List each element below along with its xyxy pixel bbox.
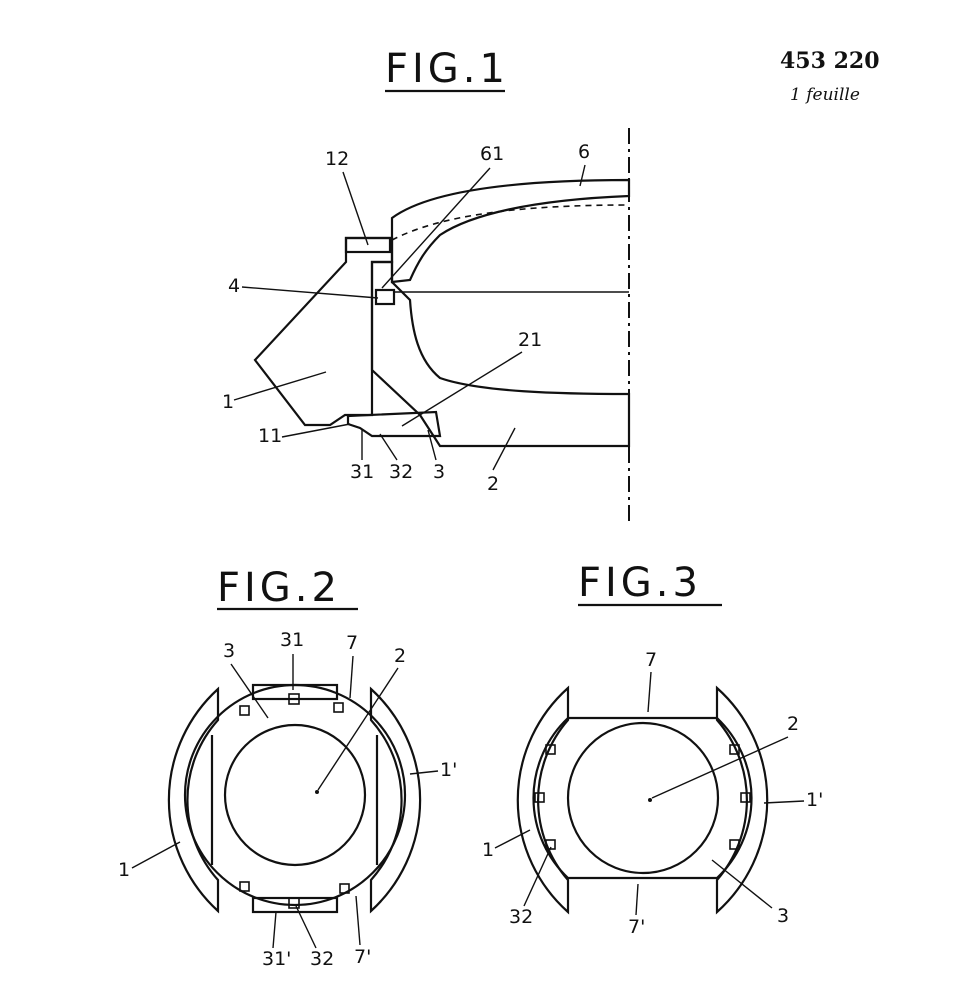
fig3-label-3: 3 — [777, 905, 789, 927]
fig1-label-32: 32 — [389, 461, 413, 483]
fig3-label-32: 32 — [509, 906, 533, 928]
fig1-leader-11 — [281, 423, 351, 438]
fig2-leader-31p — [272, 911, 277, 949]
fig3-title: FIG.3 — [578, 560, 702, 606]
fig2-label-31p: 31' — [262, 948, 291, 970]
fig1-part-12-flange — [344, 236, 392, 254]
figure-1: FIG.1 12 61 6 4 21 1 11 31 32 — [222, 46, 631, 522]
fig2-label-7p: 7' — [354, 946, 371, 968]
fig1-leader-21 — [401, 351, 523, 427]
fig2-lug-top-left — [239, 705, 250, 716]
fig2-leader-7p — [355, 895, 361, 946]
fig1-leader-4 — [241, 286, 379, 299]
fig2-label-31: 31 — [280, 629, 304, 651]
fig1-part-2-body — [370, 260, 631, 448]
fig1-leader-12 — [342, 171, 369, 246]
fig2-label-1: 1 — [118, 859, 130, 881]
fig2-leader-1 — [131, 841, 181, 869]
fig3-lug-right-top — [729, 744, 740, 755]
fig1-label-6: 6 — [578, 141, 590, 163]
fig3-leader-3 — [711, 859, 773, 909]
fig2-leader-2 — [317, 667, 399, 791]
fig2-label-3: 3 — [223, 640, 235, 662]
fig2-title: FIG.2 — [217, 565, 341, 611]
fig3-label-2: 2 — [787, 713, 799, 735]
fig3-leader-7 — [647, 671, 652, 713]
fig2-lug-top-center — [288, 693, 300, 705]
fig1-label-31: 31 — [350, 461, 374, 483]
fig1-part-4-insert — [374, 288, 396, 306]
fig1-leader-6 — [579, 164, 586, 187]
fig3-label-7: 7 — [645, 649, 657, 671]
fig3-part-1-left-shell — [516, 685, 570, 915]
figure-3: FIG.3 7 2 1' 1 32 7' 3 — [482, 560, 823, 938]
fig1-label-12: 12 — [325, 148, 349, 170]
fig2-leader-7 — [349, 655, 354, 699]
fig1-label-1: 1 — [222, 391, 234, 413]
fig1-leader-3 — [427, 429, 437, 461]
fig3-lug-right-mid — [740, 792, 751, 803]
fig3-leader-1p — [763, 800, 805, 804]
fig2-center-dot — [315, 790, 319, 794]
fig3-leader-7p — [635, 883, 639, 916]
fig3-part-2-core — [566, 721, 720, 875]
fig2-part-1p-right-shell — [369, 686, 422, 914]
fig1-label-4: 4 — [228, 275, 240, 297]
fig3-leader-1 — [494, 829, 531, 849]
fig3-label-1: 1 — [482, 839, 494, 861]
fig3-leader-32 — [523, 846, 552, 907]
fig1-label-11: 11 — [258, 425, 282, 447]
fig2-leader-32 — [295, 905, 317, 949]
fig1-leader-61 — [381, 167, 491, 289]
fig3-part-1p-right-shell — [715, 685, 769, 915]
fig3-label-1p: 1' — [806, 789, 823, 811]
patent-number: 453 220 — [780, 48, 880, 74]
fig2-lug-top-right — [333, 702, 344, 713]
fig1-part-6-shell — [390, 178, 631, 284]
fig2-lug-bottom-left — [239, 881, 250, 892]
fig1-label-2: 2 — [487, 473, 499, 495]
fig3-leader-2 — [651, 736, 789, 799]
fig3-center-dot — [648, 798, 652, 802]
fig1-label-3: 3 — [433, 461, 445, 483]
fig3-part-3-ring — [532, 716, 753, 880]
fig2-lug-bottom-center — [288, 897, 300, 909]
fig1-label-21: 21 — [518, 329, 542, 351]
fig1-label-61: 61 — [480, 143, 504, 165]
fig1-part-1-body — [253, 236, 394, 427]
fig3-lug-right-bottom — [729, 839, 740, 850]
figure-2: FIG.2 3 31 7 2 1' 1 31' — [118, 565, 457, 970]
fig2-part-2-core — [223, 723, 367, 867]
fig2-lug-bottom-right — [339, 883, 350, 894]
fig2-label-7: 7 — [346, 632, 358, 654]
fig1-leader-2 — [492, 427, 516, 471]
fig3-lug-left-top — [545, 744, 556, 755]
fig2-label-2: 2 — [394, 645, 406, 667]
fig2-leader-3 — [230, 663, 269, 719]
fig1-leader-32 — [379, 433, 398, 461]
fig1-leader-1 — [233, 371, 327, 401]
fig3-label-7p: 7' — [628, 916, 645, 938]
fig3-lug-left-mid — [534, 792, 545, 803]
fig1-part-6-inner — [391, 204, 630, 241]
fig2-leader-1p — [409, 770, 439, 775]
fig2-label-32: 32 — [310, 948, 334, 970]
sheet-count: 1 feuille — [790, 85, 860, 105]
fig1-title: FIG.1 — [385, 46, 509, 92]
fig2-part-1-left-shell — [167, 686, 220, 914]
fig2-part-31-tab-top — [251, 683, 339, 701]
fig2-label-1p: 1' — [440, 759, 457, 781]
